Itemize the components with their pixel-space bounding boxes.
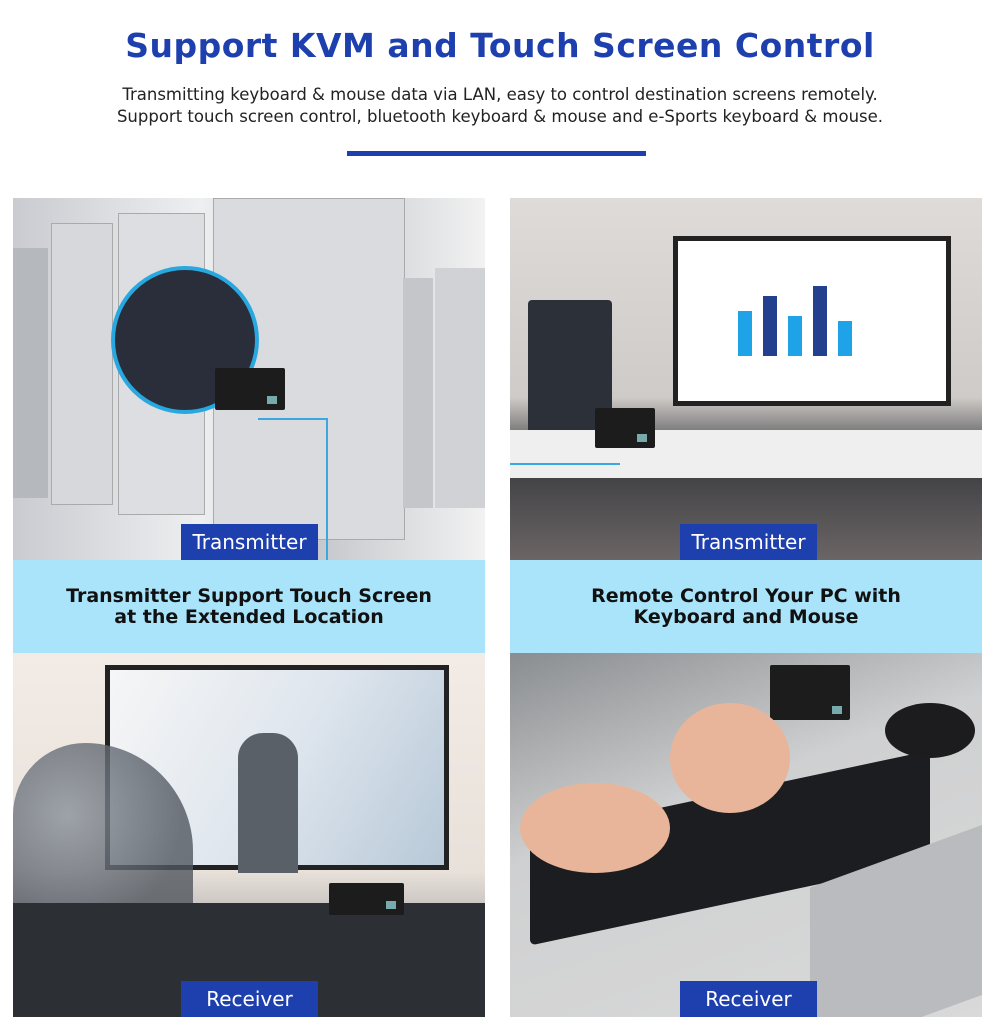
server-rack — [51, 223, 113, 505]
subtitle-line-2: Support touch screen control, bluetooth … — [116, 107, 884, 126]
caption-line-2: Keyboard and Mouse — [633, 605, 859, 628]
receiver-device — [770, 665, 850, 720]
transmitter-label: Transmitter — [680, 524, 817, 560]
caption-band: Transmitter Support Touch Screen at the … — [13, 560, 485, 653]
monitor-chart-bar — [788, 316, 802, 356]
caption-text: Remote Control Your PC with Keyboard and… — [591, 584, 901, 628]
subtitle-line-1: Transmitting keyboard & mouse data via L… — [122, 85, 878, 104]
meeting-room-photo — [13, 653, 485, 1017]
monitor-chart-bar — [813, 286, 827, 356]
caption-text: Transmitter Support Touch Screen at the … — [66, 584, 432, 628]
page-title: Support KVM and Touch Screen Control — [125, 26, 875, 65]
server-rack — [13, 248, 48, 498]
server-rack — [435, 268, 485, 508]
desk-photo — [510, 198, 982, 560]
monitor-chart-bar — [838, 321, 852, 356]
desk-surface — [510, 430, 982, 478]
network-cable — [258, 418, 328, 420]
monitor-chart-bar — [738, 311, 752, 356]
network-cable — [510, 463, 620, 465]
transmitter-label: Transmitter — [181, 524, 318, 560]
caption-line-2: at the Extended Location — [114, 605, 384, 628]
caption-line-1: Remote Control Your PC with — [591, 584, 901, 607]
transmitter-device — [595, 408, 655, 448]
receiver-label: Receiver — [680, 981, 817, 1017]
server-rack — [403, 278, 433, 508]
hand — [520, 783, 670, 873]
panel-touch-screen: Transmitter Transmitter Support Touch Sc… — [13, 198, 485, 1017]
mouse — [885, 703, 975, 758]
monitor — [673, 236, 951, 406]
caption-band: Remote Control Your PC with Keyboard and… — [510, 560, 982, 653]
keyboard-desk-photo — [510, 653, 982, 1017]
server-room-photo — [13, 198, 485, 560]
hand — [670, 703, 790, 813]
monitor-chart-bar — [763, 296, 777, 356]
transmitter-device — [215, 368, 285, 410]
presenter — [238, 733, 298, 873]
receiver-label: Receiver — [181, 981, 318, 1017]
panel-keyboard-mouse: Transmitter Remote Control Your PC with … — [510, 198, 982, 1017]
network-cable — [326, 418, 328, 560]
title-divider — [347, 151, 646, 156]
caption-line-1: Transmitter Support Touch Screen — [66, 584, 432, 607]
receiver-device — [329, 883, 404, 915]
